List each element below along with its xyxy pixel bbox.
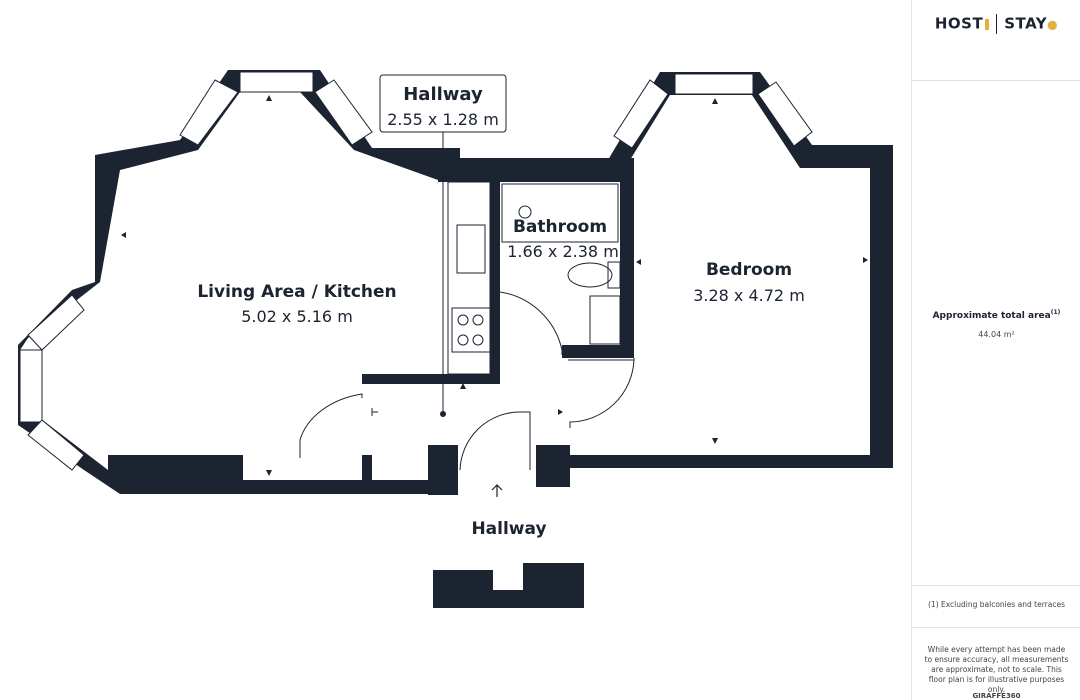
logo-stay: STAY xyxy=(1004,14,1048,33)
bathroom-dims: 1.66 x 2.38 m xyxy=(507,242,619,261)
sidebar-divider xyxy=(912,627,1080,628)
marker-arrow xyxy=(266,470,272,476)
door-swing xyxy=(499,291,563,355)
bedroom-name: Bedroom xyxy=(706,260,792,280)
entrance-arrow-icon xyxy=(491,484,503,491)
area-footnote: (1) Excluding balconies and terraces xyxy=(928,600,1065,609)
washbasin xyxy=(589,295,621,345)
door-jamb xyxy=(428,445,458,495)
logo-divider xyxy=(996,14,998,34)
door-swing xyxy=(459,411,531,471)
window xyxy=(314,79,373,146)
hallway-pointer-dot xyxy=(440,411,446,417)
hob-ring xyxy=(457,334,469,346)
total-area-label: Approximate total area(1) xyxy=(912,309,1080,321)
toilet xyxy=(567,262,613,288)
marker-arrow xyxy=(266,95,272,101)
lower-hallway-wall xyxy=(490,590,525,608)
window xyxy=(757,81,813,147)
hallway-top-dims: 2.55 x 1.28 m xyxy=(387,110,499,129)
marker-arrow xyxy=(636,259,641,265)
marker-arrow xyxy=(712,98,718,104)
giraffe360-brand: GIRAFFE360 xyxy=(972,692,1021,700)
total-area-label-text: Approximate total area xyxy=(932,311,1051,321)
hallway-bottom-name: Hallway xyxy=(471,519,546,539)
window xyxy=(27,294,85,351)
bathroom-wall-bottom xyxy=(562,345,634,358)
door-swing xyxy=(299,393,363,458)
bedroom-dims: 3.28 x 4.72 m xyxy=(693,286,805,305)
bathtub xyxy=(501,183,619,243)
sidebar-divider xyxy=(912,585,1080,586)
logo-host: HOST xyxy=(934,14,984,33)
window xyxy=(27,419,85,471)
bath-drain xyxy=(518,205,532,219)
marker-arrow xyxy=(460,383,466,389)
window xyxy=(239,71,314,93)
kitchen-counter xyxy=(447,181,491,375)
hob-ring xyxy=(472,314,484,326)
floor-plan: Hallway 2.55 x 1.28 m Living Area / Kitc… xyxy=(18,70,893,608)
living-name: Living Area / Kitchen xyxy=(197,282,396,302)
door-swing xyxy=(569,358,635,428)
living-dims: 5.02 x 5.16 m xyxy=(241,307,353,326)
bathroom-wall-right xyxy=(620,158,634,358)
host-stay-logo: HOST STAY● xyxy=(912,14,1080,34)
top-wall xyxy=(438,158,620,182)
marker-arrow xyxy=(558,409,563,415)
total-area-value: 44.04 m² xyxy=(978,330,1015,339)
total-area-footnote-mark: (1) xyxy=(1050,309,1061,316)
window xyxy=(674,73,754,95)
logo-accent-icon xyxy=(985,18,990,30)
hallway-top-name: Hallway xyxy=(403,84,483,105)
window xyxy=(179,79,239,146)
kitchen-hob xyxy=(451,307,491,353)
sidebar-divider xyxy=(912,80,1080,81)
hob-ring xyxy=(472,334,484,346)
info-sidebar: HOST STAY● Approximate total area(1) 44.0… xyxy=(911,0,1080,700)
marker-arrow xyxy=(863,257,868,263)
disclaimer: While every attempt has been made to ens… xyxy=(924,645,1069,694)
toilet-cistern xyxy=(607,261,621,289)
door-jamb xyxy=(362,455,372,480)
marker-arrow xyxy=(712,438,718,444)
door-jamb xyxy=(536,445,570,487)
location-pin-icon: ● xyxy=(1047,17,1059,32)
kitchen-sink xyxy=(456,224,486,274)
lower-hallway-wall xyxy=(523,563,584,608)
lower-hallway-wall xyxy=(433,570,493,608)
window xyxy=(19,349,43,423)
hallway-callout xyxy=(379,74,507,133)
bathroom-name: Bathroom xyxy=(513,217,607,237)
marker-arrow xyxy=(121,232,126,238)
hob-ring xyxy=(457,314,469,326)
window xyxy=(613,79,669,149)
